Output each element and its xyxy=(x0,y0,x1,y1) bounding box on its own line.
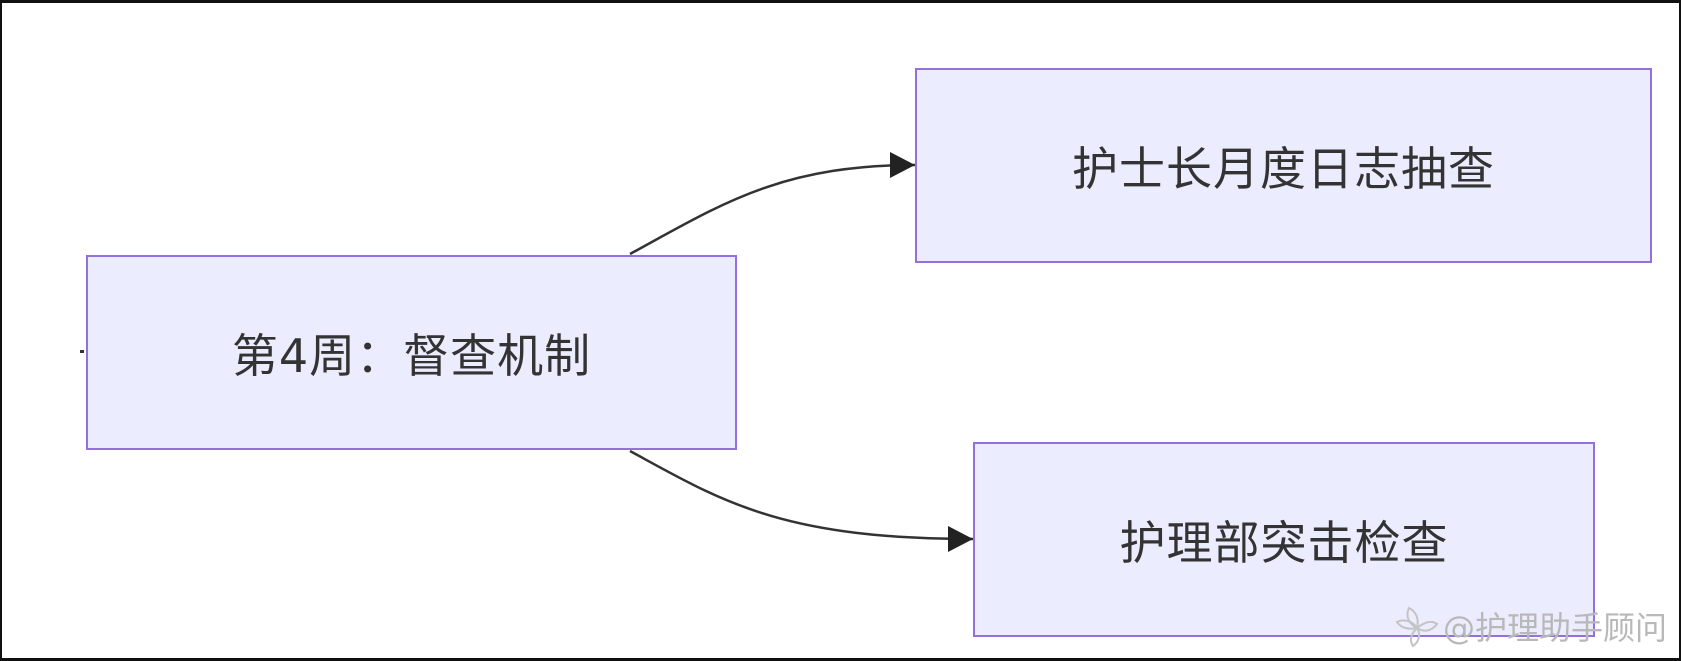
node-nursing-dept-surprise-inspection: 护理部突击检查 xyxy=(973,442,1595,637)
edge-root-to-surprise-inspection xyxy=(629,449,974,541)
watermark: @护理助手顾问 xyxy=(1395,603,1667,649)
arrowhead-monthly-log-check xyxy=(890,152,915,178)
edge-root-to-monthly-log-check xyxy=(629,163,916,256)
node-label: 护理部突击检查 xyxy=(1119,515,1449,570)
node-head-nurse-monthly-log-check: 护士长月度日志抽查 xyxy=(915,68,1652,263)
watermark-text: @护理助手顾问 xyxy=(1442,609,1667,647)
node-label: 第4周：督查机制 xyxy=(231,328,592,383)
edge-stub-marker xyxy=(80,350,84,353)
arrowhead-surprise-inspection xyxy=(948,526,973,552)
node-week4-supervision: 第4周：督查机制 xyxy=(86,255,737,450)
leaf-logo-icon xyxy=(1395,606,1439,648)
node-label: 护士长月度日志抽查 xyxy=(1072,141,1495,196)
